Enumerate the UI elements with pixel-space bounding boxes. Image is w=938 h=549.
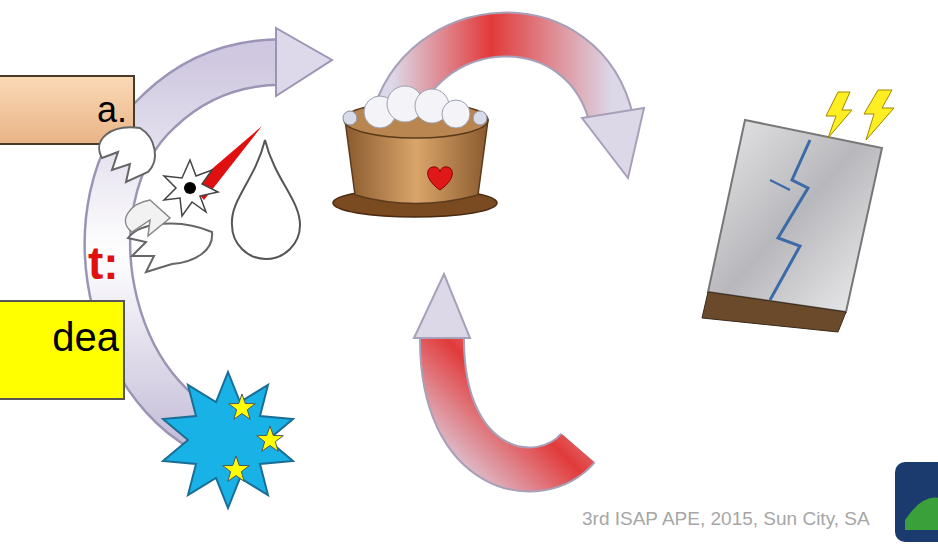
cracked-tablet <box>702 90 894 332</box>
dot <box>184 182 196 194</box>
wing <box>128 223 212 272</box>
idea-box: dea <box>0 300 125 400</box>
wing <box>99 127 155 182</box>
logo <box>895 462 938 542</box>
heading-fragment: t: <box>88 236 119 290</box>
basket <box>333 86 497 217</box>
drop-shape <box>232 140 300 259</box>
footer-note: 3rd ISAP APE, 2015, Sun City, SA <box>582 508 870 530</box>
box-text: a. <box>0 89 127 130</box>
starburst <box>163 372 293 508</box>
wing <box>126 200 170 236</box>
spark-burst <box>164 160 218 216</box>
cycle-arrow <box>108 28 332 445</box>
cycle-arrow <box>414 274 578 469</box>
box-text: dea <box>0 314 119 360</box>
